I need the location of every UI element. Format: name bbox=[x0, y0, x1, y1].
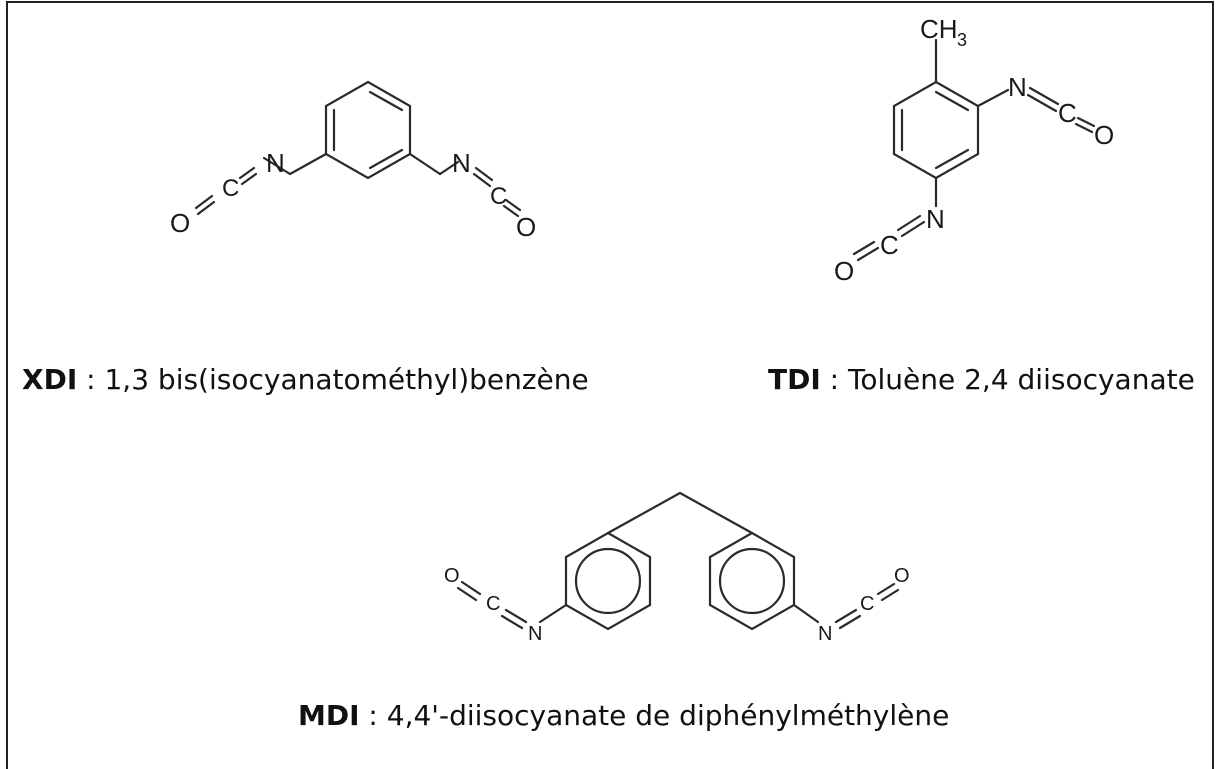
tdi-name: Toluène 2,4 diisocyanate bbox=[848, 363, 1195, 396]
tdi-atom-n1: N bbox=[1008, 72, 1027, 102]
xdi-separator: : bbox=[77, 363, 105, 396]
mdi-abbreviation: MDI bbox=[298, 699, 360, 732]
mdi-atom-c2: C bbox=[860, 593, 874, 615]
tdi-atom-o2: O bbox=[834, 256, 854, 286]
mdi-separator: : bbox=[359, 699, 387, 732]
tdi-atom-ch3-subscript: 3 bbox=[957, 30, 967, 50]
tdi-atom-c1: C bbox=[1058, 98, 1077, 128]
tdi-atom-ch3: CH bbox=[920, 14, 958, 44]
tdi-atom-c2: C bbox=[880, 230, 899, 260]
xdi-caption: XDI : 1,3 bis(isocyanatométhyl)benzène bbox=[22, 366, 589, 394]
tdi-separator: : bbox=[820, 363, 848, 396]
mdi-atom-o1: O bbox=[444, 565, 460, 587]
xdi-atom-n2: N bbox=[452, 148, 471, 178]
xdi-name: 1,3 bis(isocyanatométhyl)benzène bbox=[104, 363, 589, 396]
mdi-atom-n2: N bbox=[818, 623, 832, 645]
mdi-caption: MDI : 4,4'-diisocyanate de diphénylméthy… bbox=[298, 702, 949, 730]
mdi-name: 4,4'-diisocyanate de diphénylméthylène bbox=[386, 699, 950, 732]
xdi-atom-o1: O bbox=[170, 208, 190, 238]
xdi-atom-c1: C bbox=[222, 175, 239, 202]
tdi-atom-o1: O bbox=[1094, 120, 1114, 150]
xdi-abbreviation: XDI bbox=[22, 363, 78, 396]
mdi-left-ring bbox=[564, 531, 652, 631]
tdi-atom-n2: N bbox=[926, 204, 945, 234]
mdi-right-ring bbox=[708, 531, 796, 631]
xdi-atom-n1: N bbox=[266, 148, 285, 178]
tdi-caption: TDI : Toluène 2,4 diisocyanate bbox=[768, 366, 1195, 394]
mdi-atom-o2: O bbox=[894, 565, 910, 587]
xdi-atom-o2: O bbox=[516, 212, 536, 242]
figure-frame bbox=[6, 1, 1214, 769]
mdi-atom-c1: C bbox=[486, 593, 500, 615]
xdi-atom-c2: C bbox=[490, 183, 507, 210]
xdi-benzene-ring bbox=[324, 80, 412, 180]
tdi-abbreviation: TDI bbox=[768, 363, 821, 396]
mdi-atom-n1: N bbox=[528, 623, 542, 645]
